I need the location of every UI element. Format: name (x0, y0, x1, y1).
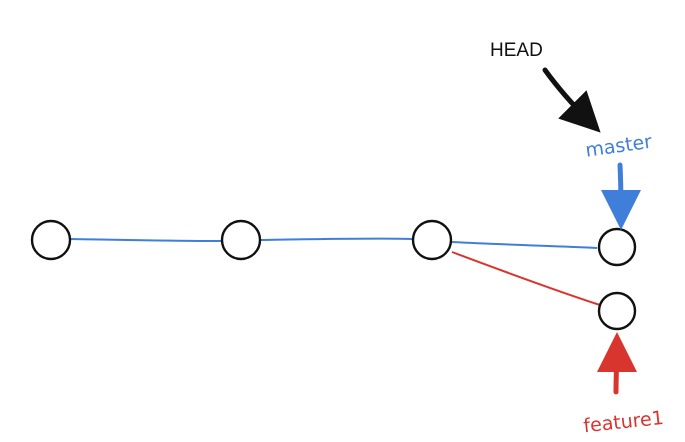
commit-nodes (30, 219, 637, 331)
commit-node-1 (30, 219, 72, 261)
commit-node-feature1-tip (597, 291, 637, 331)
feature-branch-line (451, 251, 601, 306)
commit-node-3 (411, 219, 453, 261)
head-arrow-icon (542, 67, 601, 133)
commit-node-2 (220, 219, 262, 261)
commit-node-master-tip (597, 227, 637, 267)
head-label: HEAD (490, 40, 543, 61)
master-arrow-icon (600, 162, 641, 230)
feature1-label: feature1 (582, 407, 665, 437)
master-label: master (584, 131, 654, 162)
feature1-arrow-icon (596, 332, 637, 395)
master-branch-line (69, 237, 598, 249)
